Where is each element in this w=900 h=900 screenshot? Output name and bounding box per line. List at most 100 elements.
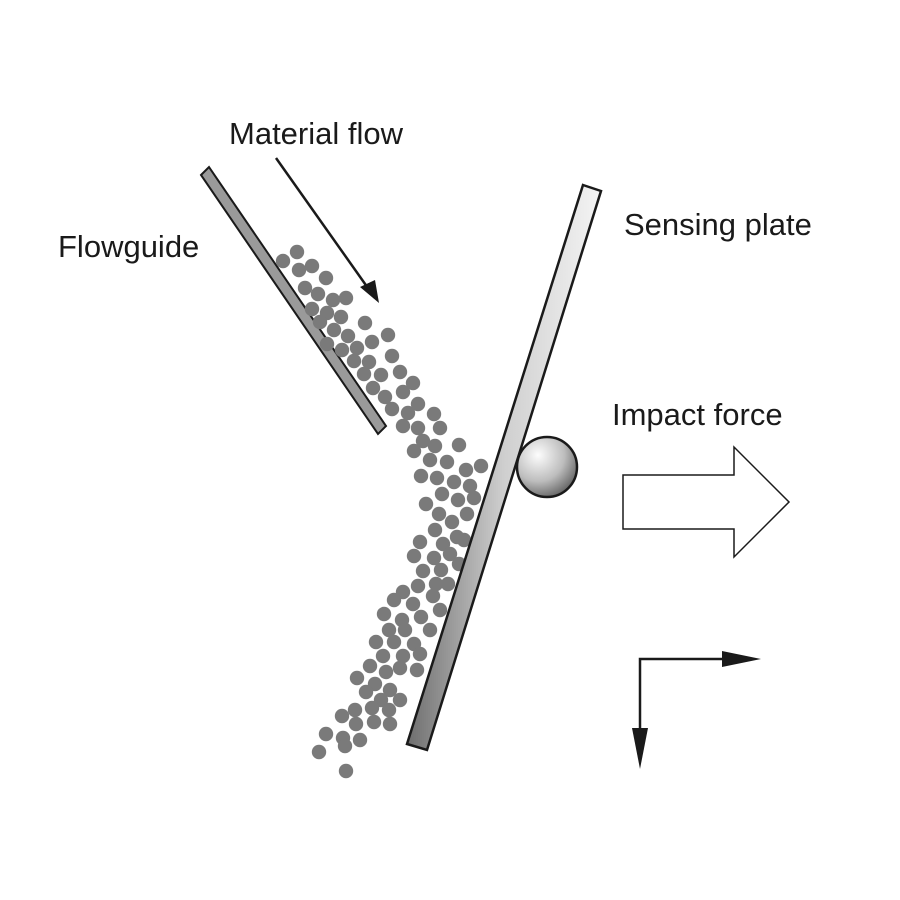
particle (366, 714, 382, 730)
particle (395, 418, 411, 434)
particle (426, 406, 442, 422)
particle (412, 646, 428, 662)
particle (434, 486, 450, 502)
particle (361, 354, 377, 370)
particle (392, 660, 408, 676)
particle (297, 280, 313, 296)
particle (439, 454, 455, 470)
particle (395, 648, 411, 664)
particle (446, 474, 462, 490)
particle (356, 366, 372, 382)
particle (338, 763, 354, 779)
coordinate-axes-icon (632, 651, 761, 769)
particle (422, 622, 438, 638)
flowguide-plate (199, 165, 388, 436)
particle (427, 438, 443, 454)
particle (440, 576, 456, 592)
particle (405, 375, 421, 391)
particle (334, 342, 350, 358)
impact-force-label: Impact force (612, 397, 783, 432)
particle (364, 334, 380, 350)
particle (413, 609, 429, 625)
particle (428, 576, 444, 592)
particle (349, 340, 365, 356)
particle (310, 286, 326, 302)
particle (427, 522, 443, 538)
particle (409, 662, 425, 678)
particle (338, 290, 354, 306)
particle (326, 322, 342, 338)
particle (410, 578, 426, 594)
particle (425, 588, 441, 604)
particle (435, 536, 451, 552)
particle (312, 314, 328, 330)
particle (365, 380, 381, 396)
particle (382, 716, 398, 732)
particle (318, 270, 334, 286)
particle (368, 634, 384, 650)
particle (395, 384, 411, 400)
particle (291, 262, 307, 278)
particle (433, 562, 449, 578)
particle (400, 405, 416, 421)
particle (451, 437, 467, 453)
particle (364, 700, 380, 716)
particle (386, 634, 402, 650)
particle (418, 496, 434, 512)
particle (337, 738, 353, 754)
particle (376, 606, 392, 622)
particle (412, 534, 428, 550)
particle (397, 622, 413, 638)
particle (444, 514, 460, 530)
particle (304, 301, 320, 317)
particle (358, 684, 374, 700)
particle (406, 548, 422, 564)
particle (410, 420, 426, 436)
particle (392, 692, 408, 708)
particle (410, 396, 426, 412)
particle (377, 389, 393, 405)
particle (384, 348, 400, 364)
block-arrow-right-icon (622, 445, 791, 559)
particle (349, 670, 365, 686)
particle (334, 708, 350, 724)
material-particles (275, 244, 489, 779)
particle (357, 315, 373, 331)
particle (378, 664, 394, 680)
particle (432, 602, 448, 618)
particle (432, 420, 448, 436)
particle (413, 468, 429, 484)
particle (373, 367, 389, 383)
particle (462, 478, 478, 494)
particle (289, 244, 305, 260)
particle (347, 702, 363, 718)
particle (431, 506, 447, 522)
particle (429, 470, 445, 486)
flowguide-label: Flowguide (58, 229, 200, 264)
particle (375, 648, 391, 664)
particle (352, 732, 368, 748)
arrow-down-right-icon (274, 157, 379, 303)
particle (318, 726, 334, 742)
particle (381, 622, 397, 638)
particle (325, 292, 341, 308)
particle (415, 563, 431, 579)
particle (348, 716, 364, 732)
particle (362, 658, 378, 674)
particle (459, 506, 475, 522)
particle (456, 532, 472, 548)
particle (466, 490, 482, 506)
particle (450, 492, 466, 508)
particle (442, 546, 458, 562)
particle (275, 253, 291, 269)
particle (422, 452, 438, 468)
particle (415, 433, 431, 449)
particle (304, 258, 320, 274)
material-flow-label: Material flow (229, 116, 403, 151)
particle (340, 328, 356, 344)
particle (333, 309, 349, 325)
particle (319, 336, 335, 352)
particle (311, 744, 327, 760)
particle (458, 462, 474, 478)
